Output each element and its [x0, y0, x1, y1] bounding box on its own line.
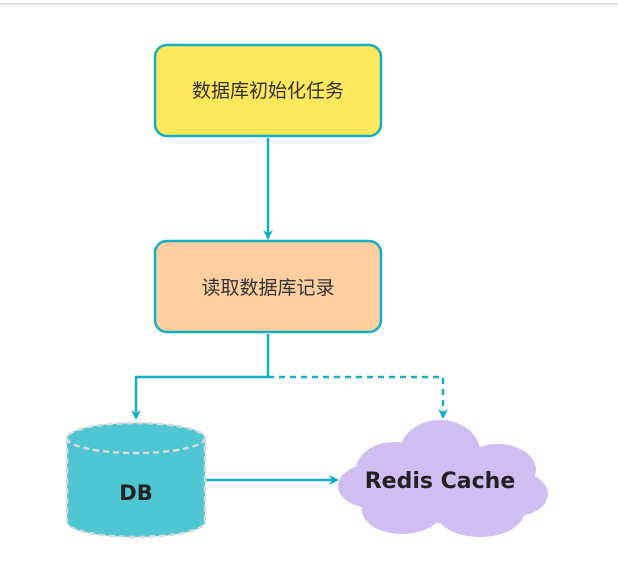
node-init-task-label: 数据库初始化任务 — [192, 80, 344, 102]
node-redis-cache[interactable]: Redis Cache — [338, 420, 548, 537]
node-read-records-label: 读取数据库记录 — [201, 277, 334, 299]
node-redis-label: Redis Cache — [365, 469, 516, 494]
edge-read-to-redis — [268, 375, 448, 419]
cloud-shape — [338, 420, 548, 537]
node-db-label: DB — [119, 481, 152, 505]
node-init-task[interactable]: 数据库初始化任务 — [153, 43, 383, 138]
node-read-records[interactable]: 读取数据库记录 — [153, 239, 383, 334]
cylinder-top-rim — [65, 437, 207, 455]
edge-read-to-db — [131, 334, 270, 420]
top-divider — [0, 3, 618, 5]
node-db[interactable]: DB — [65, 421, 207, 539]
